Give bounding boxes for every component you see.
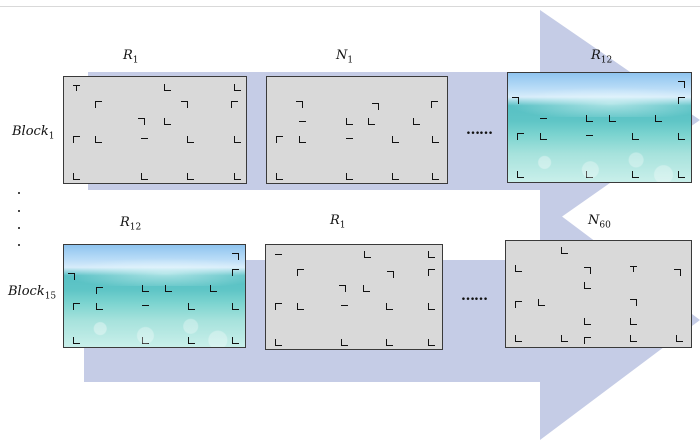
row-label-block-1: Block1 (12, 124, 55, 142)
panel-r1-row1 (63, 76, 247, 184)
panel-r12-row1 (507, 72, 692, 183)
panel-r12-row2 (63, 244, 246, 348)
horizontal-ellipsis-row2: …… (461, 288, 488, 304)
panel-title-n60-row2: N60 (588, 213, 611, 231)
horizontal-ellipsis-row1: …… (466, 122, 493, 138)
panel-title-r12-row1: R12 (591, 48, 613, 66)
top-divider (0, 6, 700, 7)
row-label-block-15: Block15 (8, 284, 57, 302)
panel-n1-row1 (266, 76, 448, 184)
panel-n60-row2 (505, 240, 692, 348)
panel-title-r1-row1: R1 (123, 48, 139, 66)
panel-title-r1-row2: R1 (330, 213, 346, 231)
panel-title-r12-row2: R12 (120, 215, 142, 233)
panel-title-n1-row1: N1 (336, 48, 354, 66)
panel-r1-row2 (265, 244, 443, 350)
